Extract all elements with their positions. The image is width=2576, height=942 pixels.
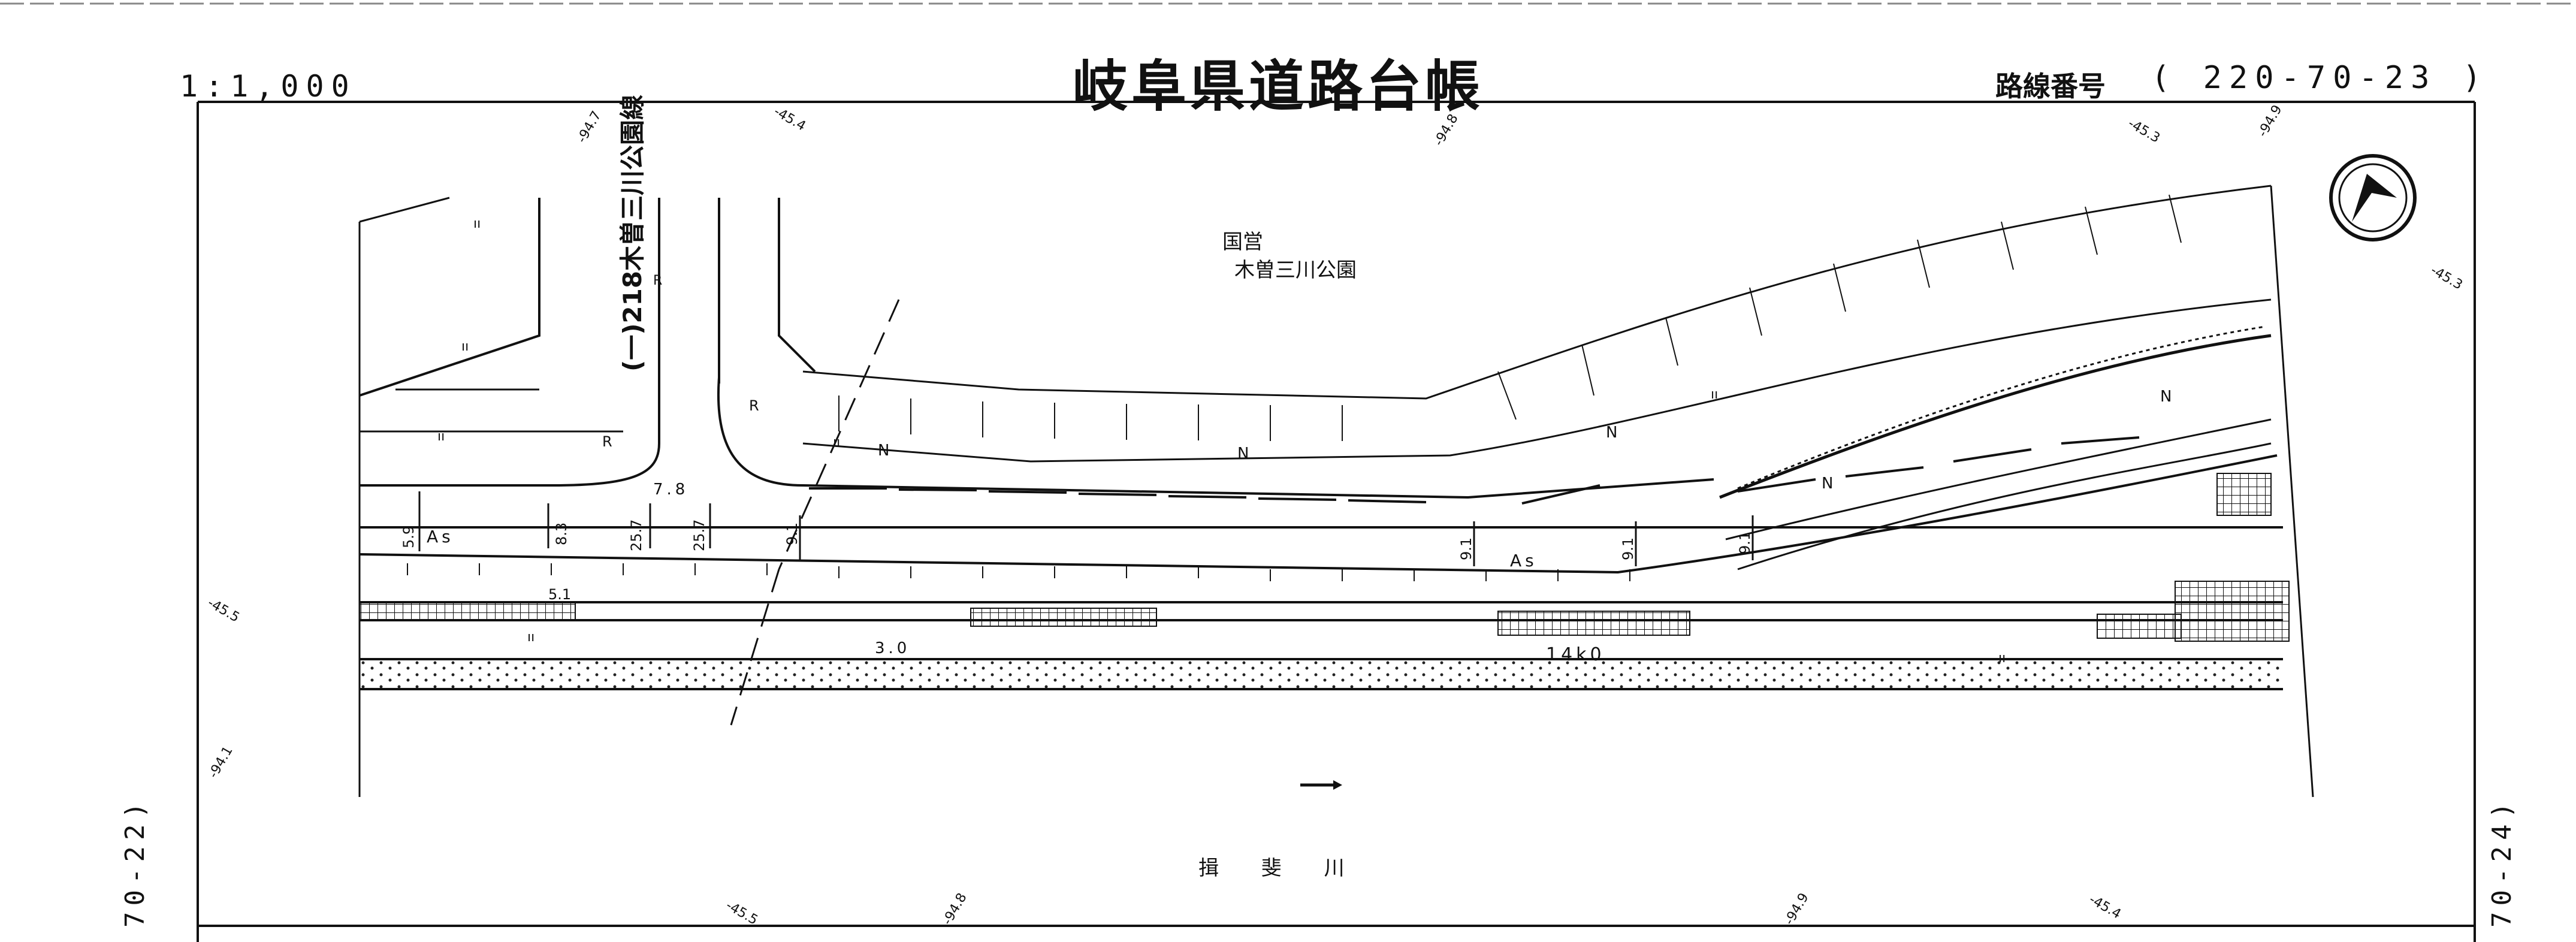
crossing-road-label: (一)218木曽三川公園線 [618,95,647,372]
elevation-3: -94.8 [1432,111,1461,149]
dimension-9-1-c: 9.1 [1620,538,1636,560]
survey-boundaries [358,185,2314,798]
main-road [359,377,2283,690]
grass-symbol: ıı [527,630,534,645]
paved-hatch-areas [359,473,2290,642]
map-frame [197,101,2476,942]
elevation-11: -94.9 [1782,890,1812,928]
map-scale: 1:1,000 [180,69,357,104]
elevation-2: -45.4 [771,104,808,134]
river-name: 揖 斐 川 [1198,856,1363,880]
grass-symbol: ıı [473,216,481,231]
elevation-4: -45.3 [2125,116,2163,146]
distance-post: 14k0 [1546,644,1605,665]
dimension-25-7-a: 25.7 [628,520,645,551]
elevation-9: -45.5 [723,898,760,928]
radius-mark-1: R [602,433,612,450]
elevation-7: -45.5 [205,596,242,626]
grass-symbol: ıı [1998,651,2006,666]
grass-symbol: ıı [833,435,840,450]
elevation-6: -45.3 [2428,263,2465,293]
north-mark-1: N [878,442,889,460]
dimension-9-1-a: 9.1 [784,523,801,545]
grass-symbol: ıı [437,429,445,444]
north-mark-4: N [2160,388,2172,406]
route-number-value: ( 220-70-23 ) [2151,60,2489,96]
elevation-10: -94.8 [940,890,970,928]
north-mark-3: N [1606,424,1617,442]
page-title: 岐阜県道路台帳 [1073,54,1484,119]
dimension-markers [418,299,1754,726]
radius-mark-3: R [653,273,662,288]
surface-label-1: As [427,527,454,547]
north-arrow-icon [2329,154,2417,241]
dimension-9-1-b: 9.1 [1458,538,1475,560]
crossing-road [359,198,816,487]
elevation-1: -94.7 [575,108,605,146]
dimension-5-9: 5.9 [400,526,417,548]
road-width-lower: 3.0 [875,639,910,657]
guardrail [809,436,2140,505]
north-mark-5: N [1822,475,1833,493]
route-number-label: 路線番号 [1995,70,2106,102]
elevation-12: -45.4 [2086,892,2124,922]
surface-label-2: As [1510,551,1538,570]
dimension-25-7-b: 25.7 [691,520,708,551]
grass-symbol: ıı [1711,387,1718,402]
side-width: 5.1 [548,586,571,603]
north-mark-2: N [1237,445,1249,463]
park-name-line2: 木曽三川公園 [1234,258,1357,282]
embankment-band [360,659,2283,689]
road-width-upper: 7.8 [653,481,688,499]
elevation-8: -94.1 [206,744,236,781]
dimension-9-1-d: 9.1 [1737,532,1753,554]
park-boundary-lines [802,185,2272,570]
elevation-5: -94.9 [2255,102,2285,140]
slope-hachures [407,194,2182,581]
river-flow-arrow-icon [1300,780,1342,790]
dimension-8-3: 8.3 [553,523,570,545]
park-name-line1: 国営 [1222,230,1263,254]
radius-mark-2: R [749,397,759,414]
grass-symbol: ıı [461,339,469,354]
